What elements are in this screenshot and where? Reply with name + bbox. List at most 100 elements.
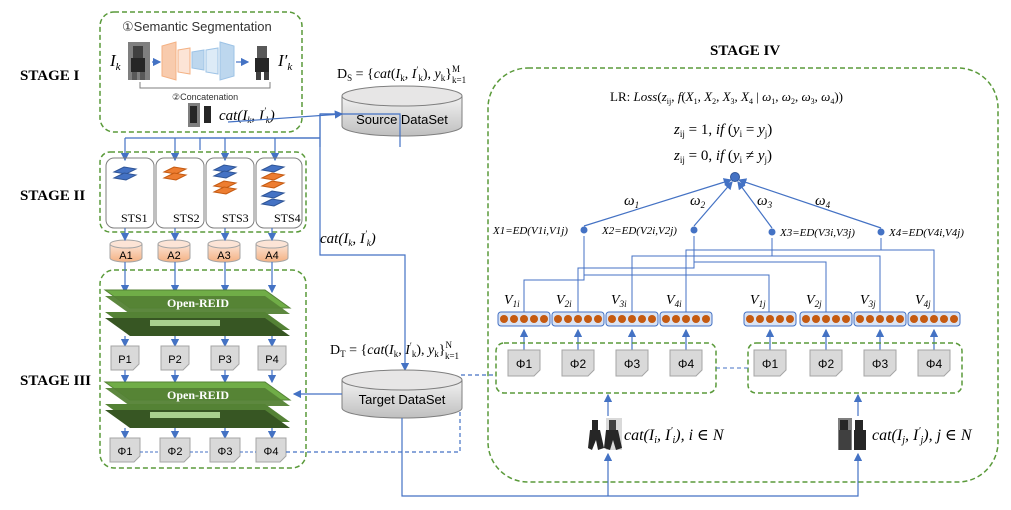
sts3-box — [205, 157, 255, 229]
v2i-vector — [551, 311, 605, 350]
phi1-label: Φ1 — [118, 446, 133, 458]
phi-label: Φ2 — [818, 357, 835, 371]
open-reid-2-label: Open-REID — [167, 388, 229, 402]
feature-dot — [540, 315, 548, 323]
phi2-doc: Φ2 — [159, 437, 191, 463]
feature-dot — [822, 315, 830, 323]
phi-label: Φ4 — [678, 357, 695, 371]
phi-label: Φ3 — [624, 357, 641, 371]
phi-doc-v4i: Φ4 — [669, 349, 703, 377]
x1-node — [580, 226, 588, 234]
feature-dot — [802, 315, 810, 323]
feature-dot — [786, 315, 794, 323]
feature-dot — [702, 315, 710, 323]
p2-label: P2 — [168, 354, 181, 366]
feature-dot — [500, 315, 508, 323]
v-to-x-connectors — [523, 236, 935, 312]
feature-dot — [692, 315, 700, 323]
stage-3-label: STAGE III — [20, 373, 91, 389]
v3i-label: V3i — [611, 293, 627, 309]
open-reid-block-2: Open-REID — [103, 381, 292, 428]
stage-1-label: STAGE I — [20, 68, 79, 84]
sts1-label: STS1 — [121, 211, 148, 225]
person-image-j — [838, 418, 867, 450]
feature-dot — [812, 315, 820, 323]
feature-dot — [896, 315, 904, 323]
sts2-box — [155, 157, 205, 229]
feature-dot — [940, 315, 948, 323]
omega1-label: ω1 — [624, 193, 639, 210]
omega4-label: ω4 — [815, 193, 831, 210]
stage1-cat-formula: cat(Ik, I′k) — [219, 106, 275, 125]
x4-node — [877, 228, 885, 236]
feature-dot — [756, 315, 764, 323]
sts4-box — [255, 157, 303, 229]
ik-prime-label: I′k — [277, 51, 293, 73]
feature-dot — [866, 315, 874, 323]
feature-dot — [930, 315, 938, 323]
v3j-label: V3j — [860, 293, 876, 309]
feature-dot — [672, 315, 680, 323]
sts3-label: STS3 — [222, 211, 249, 225]
feature-dot — [520, 315, 528, 323]
p-docs: P1 P2 P3 P4 — [110, 345, 287, 371]
segmentation-network-icon — [161, 41, 235, 81]
x2-label: X2=ED(V2i,V2j) — [601, 225, 677, 237]
feature-dot — [628, 315, 636, 323]
a4-label: A4 — [265, 250, 278, 262]
phi2-label: Φ2 — [168, 446, 183, 458]
v2i-label: V2i — [556, 293, 572, 309]
phi-doc-v1i: Φ1 — [507, 349, 541, 377]
cat-i-formula: cat(Ii, I′i), i ∈ N — [624, 426, 725, 446]
stage-2-panel — [99, 151, 307, 233]
feature-dot — [574, 315, 582, 323]
feature-dot — [564, 315, 572, 323]
p4-doc: P4 — [257, 345, 287, 371]
open-reid-block-1: Open-REID — [103, 289, 292, 336]
feature-dot — [776, 315, 784, 323]
feature-dot — [594, 315, 602, 323]
v3j-vector — [853, 311, 907, 350]
phi-doc-v1j: Φ1 — [753, 349, 787, 377]
v4j-label: V4j — [915, 293, 931, 309]
feature-dot — [876, 315, 884, 323]
stage-2-label: STAGE II — [20, 188, 85, 204]
semantic-segmentation-label: ①Semantic Segmentation — [122, 19, 272, 34]
stage-3-panel — [99, 269, 307, 469]
a2-cylinder: A2 — [157, 239, 191, 263]
v1i-label: V1i — [504, 293, 520, 309]
concatenation-label: ②Concatenation — [172, 92, 238, 102]
phi-label: Φ3 — [872, 357, 889, 371]
person-image-left — [128, 42, 150, 80]
p3-doc: P3 — [210, 345, 240, 371]
v4j-vector — [907, 311, 961, 350]
feature-dot — [766, 315, 774, 323]
phi3-doc: Φ3 — [209, 437, 241, 463]
target-dataset-label: Target DataSet — [359, 392, 446, 407]
v1i-vector — [497, 311, 551, 350]
cat-j-formula: cat(Ij, I′j), j ∈ N — [872, 426, 973, 446]
omega2-label: ω2 — [690, 193, 706, 210]
feature-dot — [832, 315, 840, 323]
feature-dot — [920, 315, 928, 323]
feature-dot — [910, 315, 918, 323]
sts1-layer-icon — [112, 166, 138, 181]
v-j-labels: V1j V2j V3j V4j — [750, 293, 931, 309]
a3-label: A3 — [217, 250, 230, 262]
a-cylinders: A1 A2 A3 A4 — [109, 239, 289, 263]
a4-cylinder: A4 — [255, 239, 289, 263]
feature-dot — [638, 315, 646, 323]
person-image-i — [588, 418, 622, 450]
stage-1-panel — [99, 11, 303, 133]
lr-node — [730, 172, 740, 182]
feature-dot — [530, 315, 538, 323]
source-dataset-cylinder: Source DataSet — [341, 85, 463, 137]
p1-doc: P1 — [110, 345, 140, 371]
feature-vectors — [497, 311, 961, 350]
x3-label: X3=ED(V3i,V3j) — [779, 227, 855, 239]
sts4-layer-icon — [260, 164, 286, 207]
feature-dot — [842, 315, 850, 323]
